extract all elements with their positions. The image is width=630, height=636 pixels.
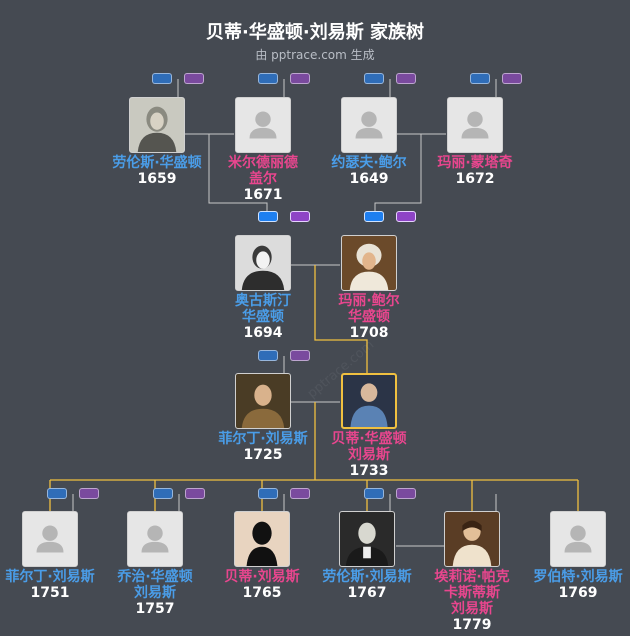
person-name-line: 菲尔丁·刘易斯 [5,569,95,585]
birth-year: 1659 [137,171,177,187]
birth-year: 1779 [452,617,492,633]
portrait-photo[interactable] [129,97,185,153]
expand-descendants-toggle[interactable] [396,211,416,222]
expand-descendants-toggle[interactable] [290,73,310,84]
person-name-line: 华盛顿 [242,309,284,325]
portrait-photo[interactable] [444,511,500,567]
person-name-line: 劳伦斯·华盛顿 [112,155,202,171]
expand-ancestors-toggle[interactable] [152,73,172,84]
birth-year: 1694 [243,325,283,341]
birth-year: 1671 [243,187,283,203]
person-name-line: 乔治·华盛顿 [117,569,193,585]
birth-year: 1708 [349,325,389,341]
avatar-placeholder-icon[interactable] [550,511,606,567]
person-name-line: 贝蒂·刘易斯 [224,569,300,585]
person-name-line: 刘易斯 [451,601,493,617]
avatar-placeholder-icon[interactable] [22,511,78,567]
expand-descendants-toggle[interactable] [79,488,99,499]
person-name-line: 刘易斯 [348,447,390,463]
portrait-photo[interactable] [339,511,395,567]
birth-year: 1765 [242,585,282,601]
avatar-placeholder-icon[interactable] [127,511,183,567]
portrait-photo[interactable] [341,235,397,291]
expand-descendants-toggle[interactable] [184,73,204,84]
person-name-line: 华盛顿 [348,309,390,325]
birth-year: 1769 [558,585,598,601]
expand-ancestors-toggle[interactable] [258,350,278,361]
lineage-link-highlight [50,472,578,481]
person-name-line: 玛丽·鲍尔 [338,293,400,309]
person-name-line: 奥古斯汀 [235,293,291,309]
portrait-photo[interactable] [235,235,291,291]
expand-descendants-toggle[interactable] [396,73,416,84]
person-name-line: 埃莉诺·帕克 [434,569,510,585]
portrait-photo[interactable] [235,373,291,429]
birth-year: 1649 [349,171,389,187]
lineage-link-highlight [49,480,579,511]
avatar-placeholder-icon[interactable] [447,97,503,153]
person-name-line: 盖尔 [249,171,277,187]
person-name-line: 贝蒂·华盛顿 [331,431,407,447]
birth-year: 1725 [243,447,283,463]
lineage-link-highlight [314,265,368,373]
expand-ancestors-toggle[interactable] [258,488,278,499]
expand-descendants-toggle[interactable] [396,488,416,499]
person-name-line: 劳伦斯·刘易斯 [322,569,412,585]
expand-ancestors-toggle[interactable] [364,211,384,222]
page-title: 贝蒂·华盛顿·刘易斯 家族树 [206,22,424,43]
expand-ancestors-toggle[interactable] [258,73,278,84]
person-name-line: 卡斯蒂斯 [444,585,500,601]
avatar-placeholder-icon[interactable] [235,97,291,153]
parent-link [208,134,268,214]
expand-ancestors-toggle[interactable] [153,488,173,499]
expand-descendants-toggle[interactable] [185,488,205,499]
parent-link [374,134,422,214]
person-name-line: 玛丽·蒙塔奇 [437,155,513,171]
person-name-line: 刘易斯 [134,585,176,601]
avatar-placeholder-icon[interactable] [341,97,397,153]
person-name-line: 罗伯特·刘易斯 [533,569,623,585]
expand-ancestors-toggle[interactable] [364,73,384,84]
expand-descendants-toggle[interactable] [290,211,310,222]
birth-year: 1751 [30,585,70,601]
birth-year: 1767 [347,585,387,601]
expand-ancestors-toggle[interactable] [364,488,384,499]
birth-year: 1733 [349,463,389,479]
birth-year: 1672 [455,171,495,187]
portrait-photo[interactable] [341,373,397,429]
portrait-photo[interactable] [234,511,290,567]
person-name-line: 米尔德丽德 [228,155,298,171]
expand-ancestors-toggle[interactable] [47,488,67,499]
birth-year: 1757 [135,601,175,617]
expand-descendants-toggle[interactable] [290,488,310,499]
page-subtitle: 由 pptrace.com 生成 [255,48,375,62]
expand-ancestors-toggle[interactable] [258,211,278,222]
expand-descendants-toggle[interactable] [502,73,522,84]
person-name-line: 菲尔丁·刘易斯 [218,431,308,447]
person-name-line: 约瑟夫·鲍尔 [331,155,407,171]
expand-descendants-toggle[interactable] [290,350,310,361]
expand-ancestors-toggle[interactable] [470,73,490,84]
